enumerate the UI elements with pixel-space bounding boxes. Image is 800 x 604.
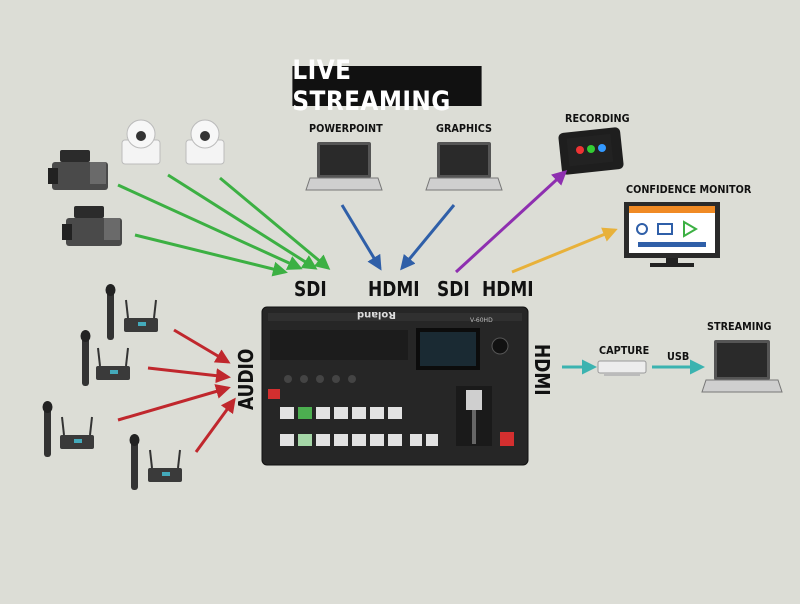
laptop-icon (305, 142, 383, 191)
port-label-hdmi-right: HDMI (530, 344, 554, 396)
recording-arrow (454, 169, 568, 274)
label-graphics: GRAPHICS (436, 122, 492, 135)
switcher-model: V-60HD (470, 317, 493, 324)
label-powerpoint: POWERPOINT (309, 122, 383, 135)
laptop-icon (701, 340, 783, 393)
ptz-camera-icon (121, 119, 161, 165)
switcher-brand: Roland (357, 309, 396, 320)
laptop-icon (425, 142, 503, 191)
wireless-receiver-icon (96, 347, 130, 380)
camcorder-icon (62, 206, 122, 246)
label-recording: RECORDING (565, 112, 630, 125)
port-label-sdi-in: SDI (294, 277, 327, 301)
label-capture: CAPTURE (599, 344, 650, 357)
microphone-icon (105, 284, 116, 340)
capture-device-icon (597, 360, 647, 376)
microphone-icon (80, 330, 91, 386)
port-label-audio: AUDIO (234, 348, 258, 410)
port-label-hdmi-in: HDMI (368, 277, 420, 301)
wireless-receiver-icon (60, 416, 94, 449)
monitor-arrow (511, 227, 618, 274)
microphone-icon (42, 401, 53, 457)
port-label-hdmi-out: HDMI (482, 277, 534, 301)
sdi-input-arrows (117, 173, 331, 277)
label-streaming: STREAMING (707, 320, 772, 333)
ptz-camera-icon (185, 119, 225, 165)
hdmi-input-arrows (340, 204, 456, 271)
camcorder-icon (48, 150, 108, 190)
port-label-sdi-out: SDI (437, 277, 470, 301)
page-title: LIVE STREAMING (292, 55, 482, 117)
video-switcher (261, 306, 529, 466)
wireless-receiver-icon (148, 449, 182, 482)
label-confidence-monitor: CONFIDENCE MONITOR (626, 183, 752, 196)
recorder-icon (558, 127, 624, 175)
microphone-icon (129, 434, 140, 490)
label-usb: USB (667, 350, 690, 363)
monitor-icon (624, 202, 720, 267)
audio-input-arrows (117, 328, 236, 453)
wireless-receiver-icon (124, 299, 158, 332)
